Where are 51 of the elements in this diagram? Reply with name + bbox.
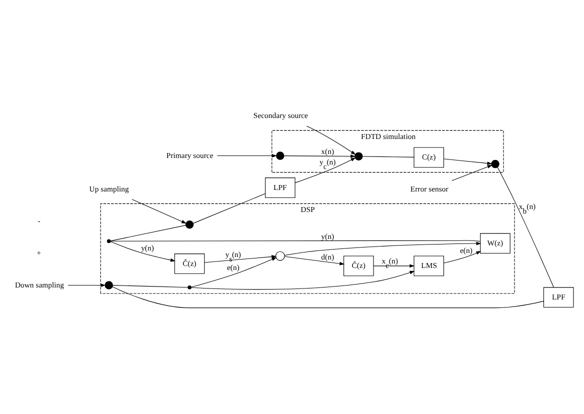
edge-label: e(n)	[227, 262, 240, 272]
node-circle	[106, 239, 111, 244]
arrow	[443, 158, 492, 166]
arrow	[444, 250, 482, 264]
connector	[110, 225, 186, 242]
node-box: LPF	[543, 287, 574, 308]
arrow	[284, 256, 345, 266]
node-circle	[276, 152, 284, 160]
node-circle	[188, 286, 192, 290]
node-text: Up sampling	[89, 184, 129, 194]
node-text: Secondary source	[253, 111, 308, 120]
arrow	[68, 283, 106, 287]
node-circle	[104, 281, 113, 290]
node-circle	[185, 220, 194, 229]
edge-label: y(n)	[321, 232, 334, 242]
node-box: C(z)	[414, 147, 444, 168]
connector	[193, 193, 266, 224]
arrow	[452, 164, 492, 181]
arrow	[132, 199, 187, 224]
connector	[112, 286, 544, 308]
edge-label: x(n)	[321, 147, 334, 156]
node-box: LPF	[265, 178, 296, 198]
arrow	[284, 242, 482, 256]
node-box: W(z)	[480, 233, 510, 254]
arrow	[373, 264, 415, 268]
node-box: Ĉ(z)	[174, 254, 205, 274]
node-text: Error sensor	[410, 184, 448, 194]
arrow	[294, 158, 356, 184]
node-box: Ĉ(z)	[344, 256, 374, 276]
connector	[110, 240, 480, 242]
arrow	[284, 154, 356, 158]
arrow	[110, 241, 176, 262]
arrow	[191, 270, 415, 290]
arrow	[191, 257, 277, 288]
arrow	[216, 154, 277, 158]
connector	[497, 167, 554, 288]
node-box: LMS	[414, 256, 444, 276]
label: +	[36, 248, 42, 258]
node-circle	[275, 251, 285, 261]
node-text: Down sampling	[14, 280, 64, 290]
node-text: Primary source	[166, 150, 214, 160]
node-circle	[491, 160, 500, 168]
edge-label: e(n)	[460, 246, 472, 255]
label: -	[38, 216, 40, 226]
edge-label: y(n)	[141, 244, 154, 253]
connector	[362, 156, 414, 158]
connector	[112, 285, 188, 288]
arrow	[204, 254, 277, 263]
node-circle	[354, 152, 363, 160]
edge-label: d(n)	[321, 252, 334, 262]
arrow	[306, 126, 356, 155]
